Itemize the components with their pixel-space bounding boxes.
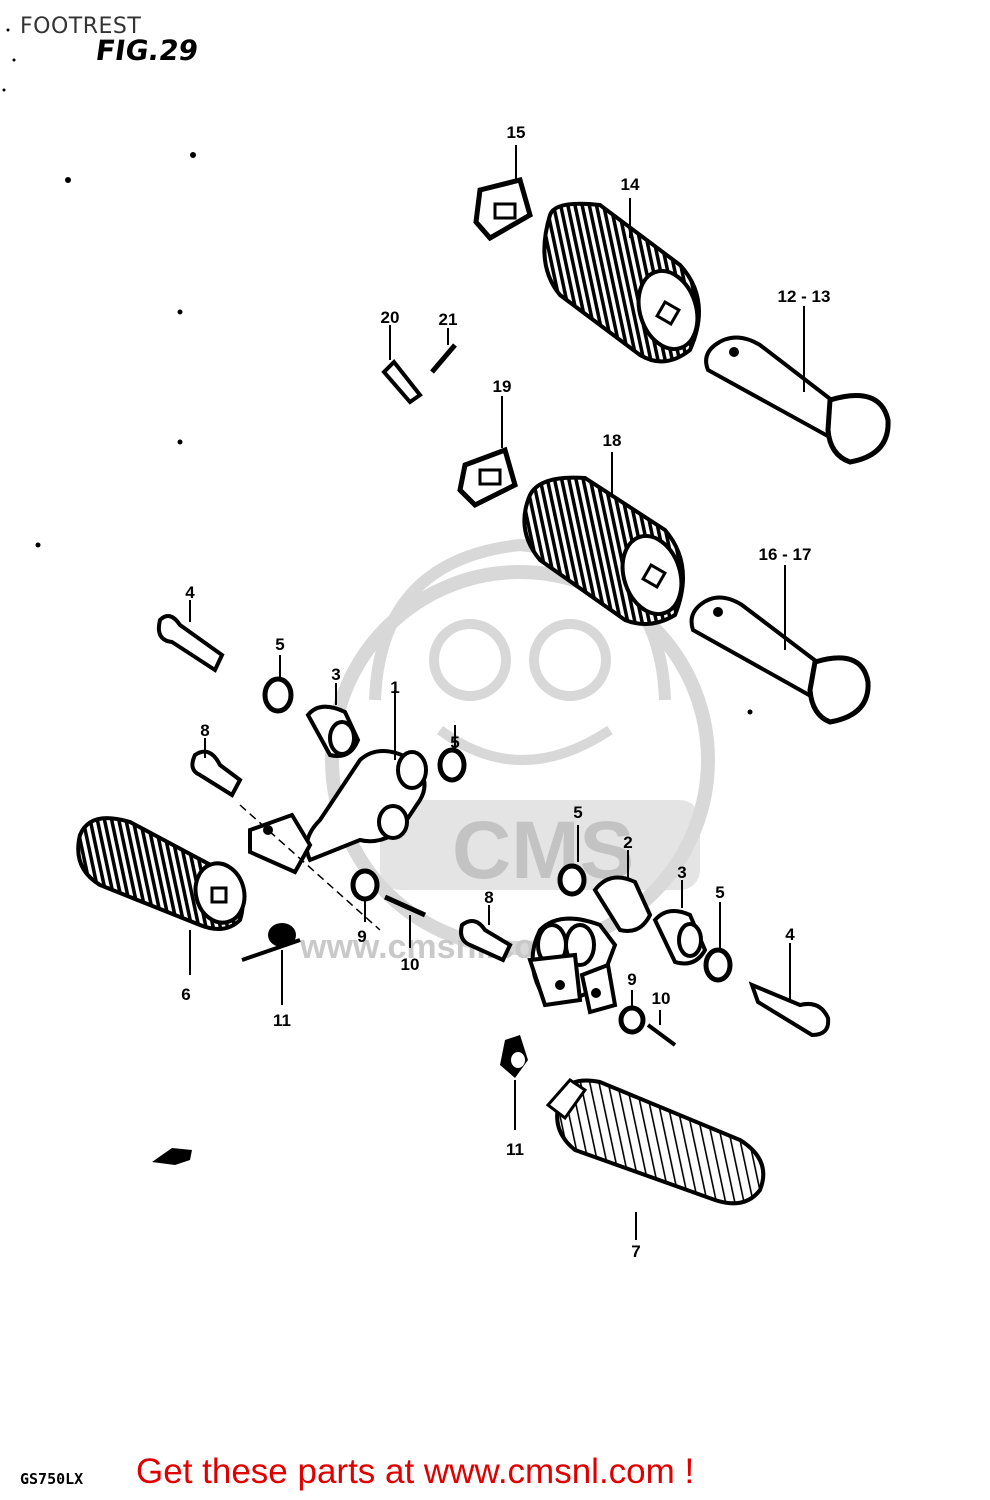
cotter-pin-10-right [646,1010,677,1047]
callout-label: 11 [273,1011,291,1030]
washer-9-left [350,868,380,922]
pin-21 [430,328,457,374]
callout-label: 11 [506,1140,524,1159]
washer-9-right [618,990,646,1035]
callout-label: 5 [715,883,724,902]
model-code: GS750LX [20,1470,84,1488]
callout-label: 19 [493,377,512,396]
callout-label: 4 [185,583,195,602]
pin-8-right [459,905,513,963]
callout-label: 16 - 17 [759,545,812,564]
callout-label: 18 [603,431,622,450]
washer-5-b [437,725,467,783]
watermark-url: www.cmsnl.com [299,928,565,966]
callout-label: 2 [623,833,632,852]
collar-3-left [305,683,361,758]
footrest-pin-16-17 [689,565,871,725]
footrest-rubber-18 [522,452,685,626]
spring-11-left [241,923,301,1005]
callout-label: 3 [331,665,340,684]
callout-label: 12 - 13 [778,287,831,306]
bolt-4-left [156,600,225,673]
callout-label: 20 [381,308,400,327]
washer-5-c [557,825,587,897]
page-title: FOOTREST [20,14,142,39]
footrest-pin-12-13 [704,306,891,465]
callout-label: 5 [573,803,582,822]
bolt-4-right [748,943,831,1038]
washer-5-a [262,655,294,714]
callout-label: 14 [621,175,640,194]
callout-label: 6 [181,985,190,1004]
callout-label: 5 [450,733,459,752]
cotter-pin-10-left [383,894,427,948]
washer-5-d [703,902,733,983]
callout-label: 10 [401,955,420,974]
footrest-rubber-14 [542,198,701,364]
callout-label: 3 [677,863,686,882]
fwd-arrow-icon [152,1148,192,1165]
callout-label: 8 [484,888,493,907]
callout-label: 7 [631,1242,640,1261]
callout-label: 9 [357,927,366,946]
spring-11-right [500,1035,528,1130]
callout-label: 15 [507,123,526,142]
gasket-19 [457,396,518,509]
pin-8-left [190,738,381,931]
callout-label: 4 [785,925,795,944]
bracket-2 [527,850,653,1015]
collar-3-right [652,880,708,966]
callout-label: 1 [390,678,399,697]
bolt-20 [381,325,423,405]
footrest-rubber-6 [76,816,247,975]
speck-marks [2,28,753,715]
callout-label: 9 [627,970,636,989]
callout-label: 8 [200,721,209,740]
footrest-rubber-7 [545,1078,766,1240]
promo-link[interactable]: Get these parts at www.cmsnl.com ! [136,1452,695,1491]
callout-label: 5 [275,635,284,654]
callout-label: 21 [439,310,458,329]
gasket-15 [473,145,533,242]
callout-label: 10 [652,989,671,1008]
bracket-1 [248,690,428,875]
